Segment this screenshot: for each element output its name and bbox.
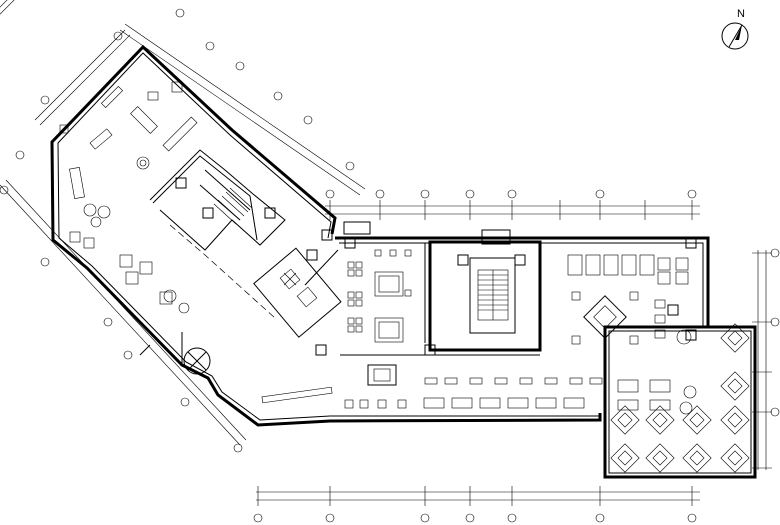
vestibule bbox=[481, 229, 511, 245]
lounge-furniture bbox=[59, 81, 198, 314]
elevator-shafts bbox=[279, 268, 318, 308]
terrace-block bbox=[603, 325, 757, 479]
grid-bubble-icon bbox=[0, 8, 780, 523]
stair-icon bbox=[213, 187, 509, 321]
column-square-icon bbox=[175, 177, 697, 356]
north-arrow-icon: N bbox=[721, 8, 749, 50]
dimension-lines bbox=[0, 23, 772, 506]
interior-walls bbox=[139, 149, 542, 365]
wing-vestibule bbox=[343, 221, 371, 235]
banquet-tables bbox=[344, 377, 671, 411]
north-label: N bbox=[737, 8, 745, 20]
revolving-door-icon bbox=[183, 347, 211, 375]
exterior-walls bbox=[50, 44, 757, 479]
dining-tables bbox=[261, 249, 412, 404]
restaurant-furniture bbox=[567, 254, 697, 415]
terrace-tables bbox=[0, 0, 750, 473]
